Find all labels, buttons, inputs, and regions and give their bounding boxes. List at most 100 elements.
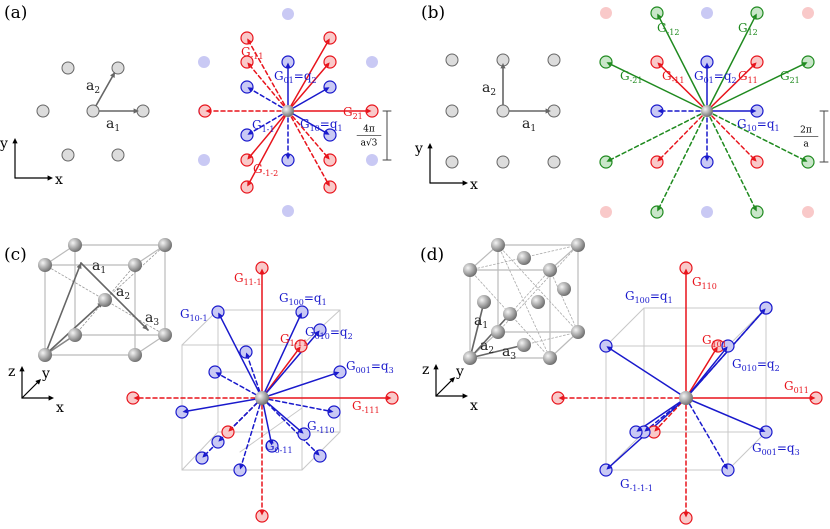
label-subscript: -12 (667, 28, 680, 37)
red-reciprocal-point (809, 391, 823, 405)
dashed-red-vector (287, 110, 331, 187)
label-subscript: 11-1 (244, 278, 262, 287)
y-axis-label: y (455, 364, 464, 380)
red-reciprocal-point (385, 391, 399, 405)
label-subscript: 100 (635, 296, 650, 305)
vector-label: G11 (738, 69, 758, 85)
vector-label: G21 (343, 105, 363, 121)
arrowhead (751, 156, 757, 162)
blue-vector (685, 397, 766, 433)
vector-label: G010=q2 (305, 325, 353, 341)
label-subscript: 10 (747, 124, 757, 133)
label-base: a (116, 284, 124, 300)
arrowhead (218, 436, 224, 442)
atom-sphere (128, 258, 142, 272)
label-base: G (343, 105, 353, 119)
vector-label: G01=q2 (274, 69, 317, 85)
atom-sphere (531, 295, 545, 309)
red-reciprocal-point (323, 55, 337, 69)
arrowhead (760, 308, 766, 314)
arrowhead (802, 157, 808, 162)
blue-reciprocal-point (721, 463, 735, 477)
atom-sphere (255, 391, 269, 405)
arrowhead (606, 62, 612, 67)
label-subscript: -110 (317, 426, 335, 435)
vector-label: G010=q2 (732, 357, 780, 373)
label-subscript: 01 (284, 76, 294, 85)
lattice-point (111, 61, 125, 75)
y-axis-label: y (0, 136, 8, 152)
vector-label: G101 (702, 333, 727, 349)
label-base: G (265, 439, 275, 453)
label-base: a (502, 344, 510, 360)
atom-sphere (158, 238, 172, 252)
label-subscript: 1 (530, 124, 536, 134)
z-axis-label: z (422, 362, 429, 378)
label-base: G (300, 117, 310, 131)
label-subscript: 011 (794, 386, 809, 395)
lattice-point (111, 148, 125, 162)
label-equals: =q (757, 117, 775, 131)
vector-label: G1-1 (252, 118, 274, 134)
arrowhead (247, 38, 252, 44)
label-base: a (474, 313, 482, 329)
arrowhead (810, 395, 816, 401)
red-reciprocal-point (240, 153, 254, 167)
green-reciprocal-point (650, 6, 664, 20)
green-reciprocal-point (750, 205, 764, 219)
blue-vector (261, 312, 303, 399)
arrowhead (751, 62, 757, 68)
arrowhead (48, 395, 54, 401)
dashed-blue-vector (239, 397, 263, 470)
dashed-red-vector (247, 62, 289, 112)
basis-vector-label: a2 (480, 338, 494, 356)
red-reciprocal-point (679, 261, 693, 275)
arrowhead (324, 62, 330, 68)
red-reciprocal-point (221, 425, 235, 439)
green-reciprocal-point (801, 55, 815, 69)
panel-label-c: (c) (4, 245, 27, 265)
atom-sphere (679, 391, 693, 405)
arrowhead (683, 512, 689, 518)
lattice-point (496, 104, 510, 118)
arrowhead (462, 180, 468, 186)
scale-denominator: a√3 (361, 138, 378, 149)
arrowhead (297, 312, 302, 318)
faint-reciprocal-point (600, 7, 612, 19)
label-base: G (307, 419, 317, 433)
green-reciprocal-point (801, 155, 815, 169)
label-eq-subscript: 1 (775, 124, 780, 133)
label-subscript: 1 (482, 321, 488, 331)
arrowhead (325, 38, 330, 44)
lattice-point (445, 155, 459, 169)
blue-reciprocal-point (759, 425, 773, 439)
reciprocal-cube-edge (181, 431, 219, 471)
arrowhead (433, 364, 439, 370)
atom-sphere (68, 238, 82, 252)
red-vector (247, 110, 289, 160)
arrowhead (12, 138, 18, 144)
label-subscript: 01 (704, 76, 714, 85)
blue-reciprocal-point (211, 305, 225, 319)
faint-reciprocal-point (366, 154, 378, 166)
vector-label: G10-1 (180, 307, 208, 323)
arrowhead (19, 366, 25, 372)
vector-label: G011 (784, 379, 809, 395)
basis-vector (469, 313, 511, 359)
dotted-bond (104, 299, 166, 336)
arrowhead (314, 450, 320, 456)
blue-reciprocal-point (239, 345, 253, 359)
vector-label: G100=q1 (279, 291, 327, 307)
z-axis-label: z (8, 364, 15, 380)
label-subscript: 12 (748, 28, 758, 37)
label-subscript: 11 (748, 76, 758, 85)
label-subscript: 21 (353, 112, 363, 121)
green-reciprocal-point (650, 205, 664, 219)
y-axis (21, 380, 40, 399)
vector-label: G-1-2 (253, 162, 278, 178)
green-vector (606, 61, 708, 112)
arrowhead (285, 62, 291, 68)
label-eq-subscript: 1 (668, 296, 673, 305)
label-subscript: -1-1-1 (630, 484, 653, 493)
atom-sphere (517, 338, 531, 352)
